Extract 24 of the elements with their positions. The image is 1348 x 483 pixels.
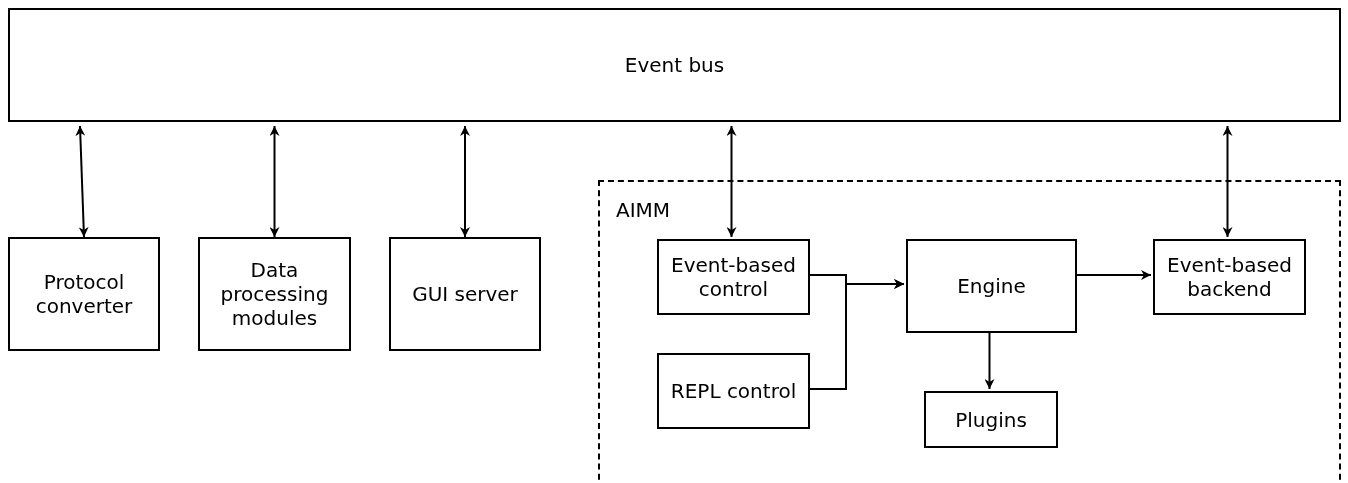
node-label: Event bus [624,53,725,77]
node-label: REPL control [670,379,797,403]
process-box [657,239,810,315]
process-box [8,237,160,351]
arrow [1222,125,1233,238]
process-box [906,239,1077,333]
node-label: Event-based control [670,253,797,301]
arrow [460,125,470,238]
node-label: GUI server [412,282,518,306]
arrow [75,125,89,238]
arrow [726,125,737,238]
process-box [924,391,1058,448]
node-label: Data processing modules [219,258,330,330]
arrow [269,125,280,238]
node-label: Plugins [955,407,1027,432]
group-label: AIMM [616,198,671,222]
process-box [389,237,541,351]
process-box [198,237,351,351]
node-label: Engine [957,274,1026,298]
node-label: Event-based backend [1166,253,1293,301]
process-box [657,353,810,429]
node-label: Protocol converter [34,270,134,318]
process-box [1153,239,1306,315]
event-bus-box [8,8,1341,122]
